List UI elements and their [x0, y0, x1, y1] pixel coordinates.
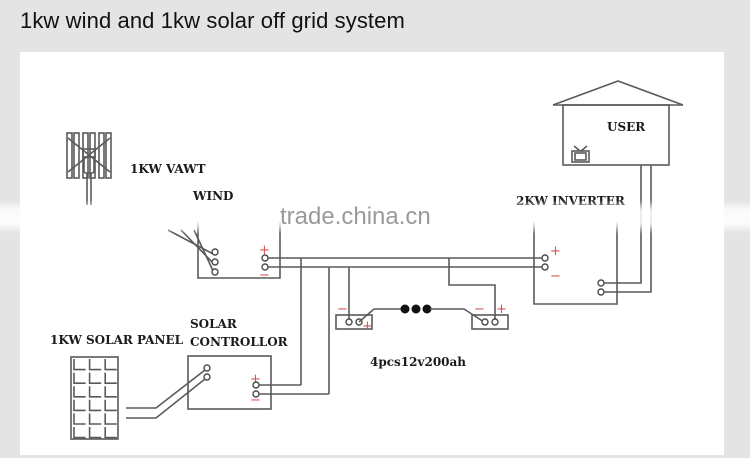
inverter-ac-terminal [597, 279, 605, 287]
solar-cell [73, 427, 86, 439]
inverter-dc-plus-terminal [541, 254, 549, 262]
battery-minus-sign: − [337, 302, 348, 317]
solar-cell [73, 399, 86, 412]
solar-panel-icon [70, 356, 119, 440]
wind-dc-plus-terminal [261, 254, 269, 262]
solar-cell [88, 372, 102, 385]
inverter-dc-minus-terminal [541, 263, 549, 271]
vawt-turbine-icon [66, 132, 112, 205]
solar-controller-box: + − [126, 355, 329, 419]
solar-dc-plus-terminal [252, 381, 260, 389]
inverter-minus-sign: − [550, 269, 561, 284]
solar-cell [104, 427, 117, 439]
solar-cell [88, 359, 102, 371]
solar-cell [104, 399, 117, 412]
solar-input-terminal [203, 364, 211, 372]
series-dot [422, 304, 432, 314]
battery-bank: − + − + [335, 302, 509, 334]
series-dot [400, 304, 410, 314]
inverter-ac-terminal [597, 288, 605, 296]
solar-cell [104, 413, 117, 425]
wind-minus-sign: − [259, 268, 270, 283]
solar-cell [104, 386, 117, 398]
page-title: 1kw wind and 1kw solar off grid system [20, 8, 405, 33]
series-dot [411, 304, 421, 314]
solar-controller-label-line1: SOLAR [190, 317, 238, 331]
wind-controller-label: WIND [192, 189, 233, 203]
user-label: USER [607, 120, 646, 134]
wind-input-terminal [211, 268, 219, 276]
user-house-icon [552, 80, 684, 166]
dc-bus-wires [268, 257, 548, 394]
inverter-plus-sign: + [550, 244, 561, 259]
battery-plus-sign: + [362, 319, 373, 334]
tv-icon [571, 145, 590, 163]
solar-cell [73, 386, 86, 398]
battery-minus-sign: − [474, 302, 485, 317]
solar-cell [73, 359, 86, 371]
solar-input-terminal [203, 373, 211, 381]
solar-controller-label-line2: CONTROLLOR [190, 335, 289, 349]
wind-input-terminal [211, 258, 219, 266]
solar-dc-minus-terminal [252, 390, 260, 398]
watermark-band [0, 200, 750, 234]
wind-plus-sign: + [259, 243, 270, 258]
diagram-panel [20, 52, 724, 455]
solar-cell [88, 399, 102, 412]
wind-input-terminal [211, 248, 219, 256]
wind-controller-box: + − [167, 222, 281, 283]
battery-label: 4pcs12v200ah [370, 355, 466, 369]
watermark-text: trade.china.cn [280, 203, 431, 230]
inverter-box: + − [533, 165, 652, 305]
solar-plus-sign: + [250, 372, 261, 387]
solar-cell [73, 372, 86, 385]
solar-panel-label: 1KW SOLAR PANEL [50, 333, 184, 347]
solar-cell [88, 386, 102, 398]
solar-cell [88, 427, 102, 439]
wind-dc-minus-terminal [261, 263, 269, 271]
vawt-label: 1KW VAWT [130, 162, 206, 176]
solar-cell [104, 372, 117, 385]
solar-cell [104, 359, 117, 371]
solar-cell [88, 413, 102, 425]
battery-plus-sign: + [496, 302, 507, 317]
solar-minus-sign: − [250, 393, 261, 408]
solar-cell [73, 413, 86, 425]
